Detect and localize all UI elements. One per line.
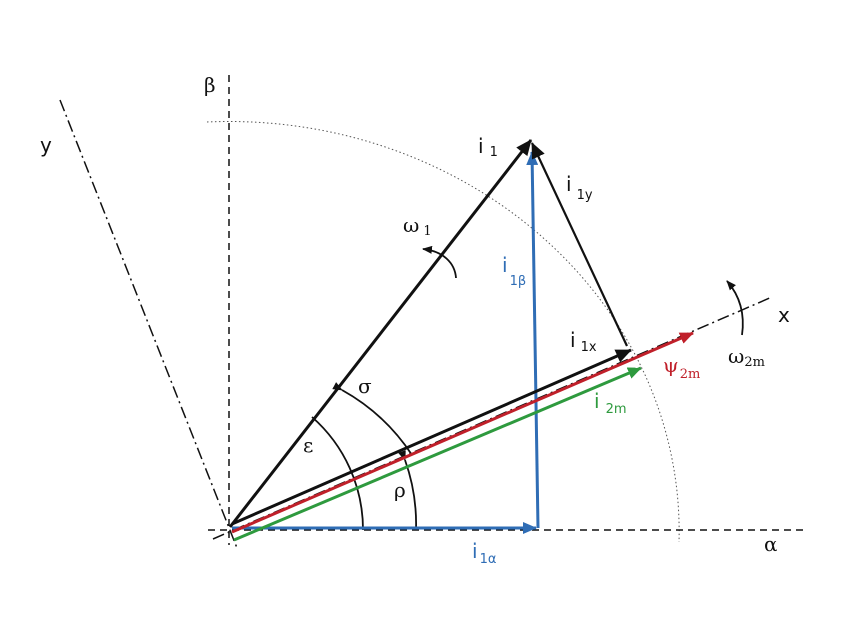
x-axis-label: x [778,303,790,327]
i1beta-label: i1β [502,253,526,289]
sigma-arc [332,382,413,456]
omega2m-rotation-arrow [726,280,744,336]
psi2m-vector [231,331,694,534]
dotted-arc [206,121,680,543]
epsilon-arc [311,416,364,531]
omega1-rotation-arrow [422,245,457,279]
i1beta-vector [526,151,540,529]
i2m-vector [233,366,642,542]
i1y-vector [531,142,628,347]
i1-vector [228,139,533,528]
epsilon-label: ε [303,433,313,457]
y-axis-label: y [40,133,52,157]
beta-axis-label: β [204,73,216,97]
i1x-vector [231,348,632,526]
rho-arc [398,450,417,531]
psi2m-label: ψ2m [663,353,700,382]
rho-label: ρ [394,478,406,502]
y-axis-line [59,99,238,549]
alpha-axis-label: α [764,532,778,556]
omega2m-label: ω2m [728,344,765,370]
sigma-label: σ [358,374,372,398]
